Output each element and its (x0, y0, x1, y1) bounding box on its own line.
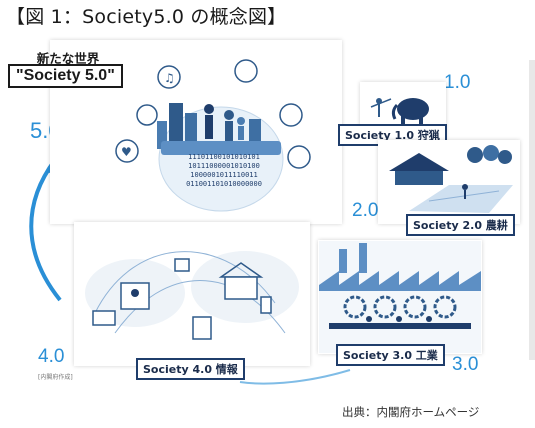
society2-panel (378, 140, 520, 224)
era-label-4: 4.0 (38, 346, 65, 367)
source-text: 出典：内閣府ホームページ (342, 405, 480, 419)
society5-panel: ♫ ♥ 11101100101010101 10111000001010100 … (50, 40, 342, 224)
page-title: 【図 1：Society5.0 の概念図】 (6, 6, 287, 28)
society4-panel (74, 222, 310, 366)
hunting-illustration (370, 98, 429, 125)
society5-label: "Society 5.0" (8, 64, 123, 88)
farming-illustration (389, 145, 513, 213)
credit-text: [内閣府作成] (38, 374, 73, 381)
era-label-3: 3.0 (452, 354, 479, 375)
era-label-2: 2.0 (352, 200, 379, 221)
society4-label: Society 4.0 情報 (136, 358, 245, 380)
information-illustration (85, 251, 299, 340)
new-world-heading: 新たな世界 (36, 51, 100, 66)
svg-text:♫: ♫ (164, 71, 175, 85)
page-edge (529, 60, 535, 360)
svg-text:♥: ♥ (121, 145, 132, 159)
industry-illustration (319, 241, 481, 353)
society3-label: Society 3.0 工業 (336, 344, 445, 366)
era-label-1: 1.0 (444, 72, 471, 93)
society5-illustration: ♫ ♥ (115, 59, 311, 212)
binary-code: 11101100101010101 10111000001010100 1000… (186, 153, 262, 188)
society3-panel (318, 240, 482, 354)
society2-label: Society 2.0 農耕 (406, 214, 515, 236)
